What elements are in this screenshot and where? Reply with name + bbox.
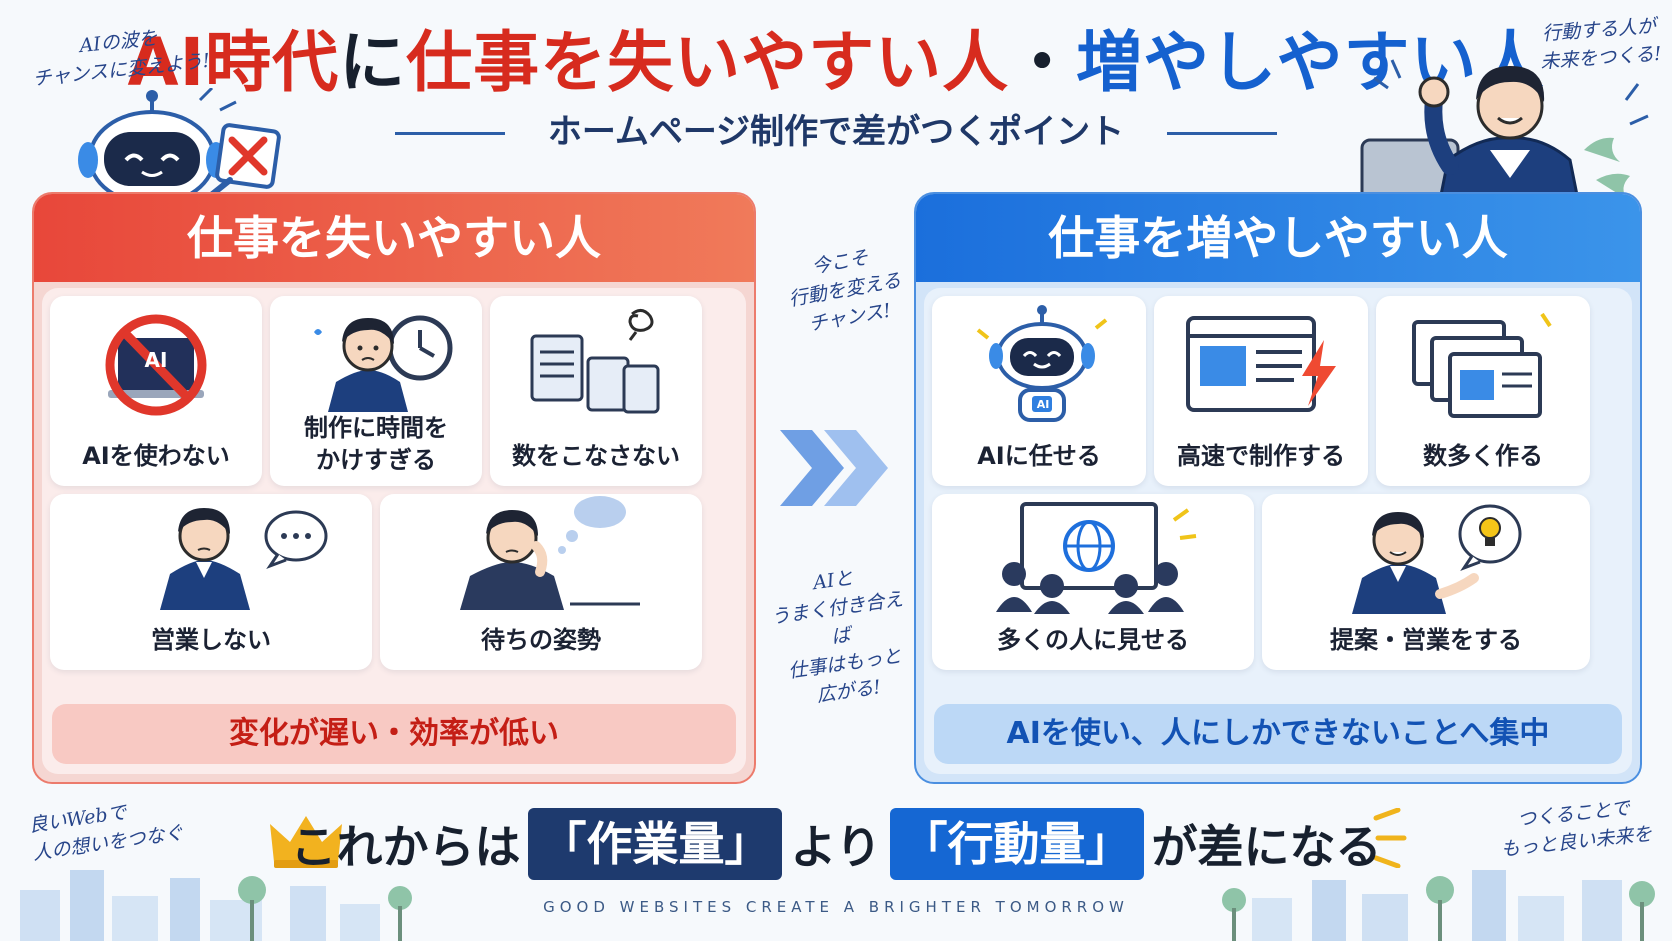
panel-lose-jobs: 仕事を失いやすい人 AI AIを使わない — [32, 192, 756, 784]
card-show-many: 多くの人に見せる — [932, 494, 1254, 670]
many-pages-icon — [1412, 312, 1552, 418]
panel-gain-heading: 仕事を増やしやすい人 — [916, 194, 1640, 282]
label-low-volume: 数をこなさない — [512, 442, 680, 470]
card-propose-sell: 提案・営業をする — [1262, 494, 1590, 670]
card-no-sales: 営業しない — [50, 494, 372, 670]
city-skyline-right-icon — [1222, 870, 1655, 941]
sparkle-lines-icon — [1373, 808, 1407, 868]
label-build-many: 数多く作る — [1423, 442, 1543, 470]
card-delegate-ai: AI AIに任せる — [932, 296, 1146, 486]
panel-gain-jobs: 仕事を増やしやすい人 AI AIに任せる — [914, 192, 1642, 784]
card-low-volume: 数をこなさない — [490, 296, 702, 486]
highlight-action-volume: 「行動量」 — [889, 808, 1144, 880]
city-skyline-left-icon — [20, 870, 412, 941]
footer-tagline: GOOD WEBSITES CREATE A BRIGHTER TOMORROW — [543, 898, 1129, 916]
label-show-many: 多くの人に見せる — [997, 626, 1189, 654]
note-middle-bottom: AIと うまく付き合えば 仕事はもっと 広がる! — [769, 566, 905, 707]
card-build-many: 数多く作る — [1376, 296, 1590, 486]
no-ai-laptop-icon — [105, 314, 207, 416]
card-waiting: 待ちの姿勢 — [380, 494, 702, 670]
label-waiting: 待ちの姿勢 — [481, 626, 601, 654]
subtitle-line-right — [1167, 132, 1277, 135]
card-no-ai: AI AIを使わない — [50, 296, 262, 486]
panel-lose-heading: 仕事を失いやすい人 — [34, 194, 754, 282]
right-robot-badge: AI — [1036, 398, 1050, 411]
card-fast-build: 高速で制作する — [1154, 296, 1368, 486]
label-too-slow: 制作に時間を かけすぎる — [304, 414, 448, 474]
right-summary-bar: AIを使い、人にしかできないことへ集中 — [934, 704, 1622, 764]
laptop-ai-text: AI — [144, 348, 168, 372]
label-no-ai: AIを使わない — [82, 442, 230, 470]
audience-globe-icon — [996, 502, 1197, 614]
label-propose-sell: 提案・営業をする — [1330, 626, 1522, 654]
card-too-slow: 制作に時間を かけすぎる — [270, 296, 482, 486]
happy-robot-icon — [976, 305, 1108, 422]
label-fast-build: 高速で制作する — [1177, 442, 1345, 470]
label-no-sales: 営業しない — [151, 626, 271, 654]
highlight-work-volume: 「作業量」 — [528, 808, 783, 880]
presenting-man-icon — [1352, 504, 1522, 614]
page-title: AI時代に仕事を失いやすい人・増やしやすい人 — [127, 24, 1545, 101]
label-delegate-ai: AIに任せる — [977, 442, 1101, 470]
documents-icon — [530, 309, 660, 414]
panel-lose-body: AI AIを使わない 制作に時間を かけすぎる — [42, 288, 746, 774]
subtitle: ホームページ制作で差がつくポイント — [547, 112, 1125, 152]
crown-icon — [270, 816, 342, 868]
waiting-man-icon — [460, 496, 640, 610]
panel-gain-body: AI AIに任せる 高速で制作する — [924, 288, 1632, 774]
double-chevron-icon — [780, 430, 888, 506]
note-middle-top: 今こそ 行動を変える チャンス! — [787, 246, 903, 336]
bottom-message: これからは 「作業量」 より 「行動量」 が差になる — [0, 804, 1672, 884]
worried-man-clock-icon — [314, 315, 453, 412]
subtitle-row: ホームページ制作で差がつくポイント — [395, 108, 1277, 156]
silent-man-icon — [160, 508, 328, 610]
fast-website-icon — [1186, 316, 1336, 412]
subtitle-line-left — [395, 132, 505, 135]
left-summary-bar: 変化が遅い・効率が低い — [52, 704, 736, 764]
